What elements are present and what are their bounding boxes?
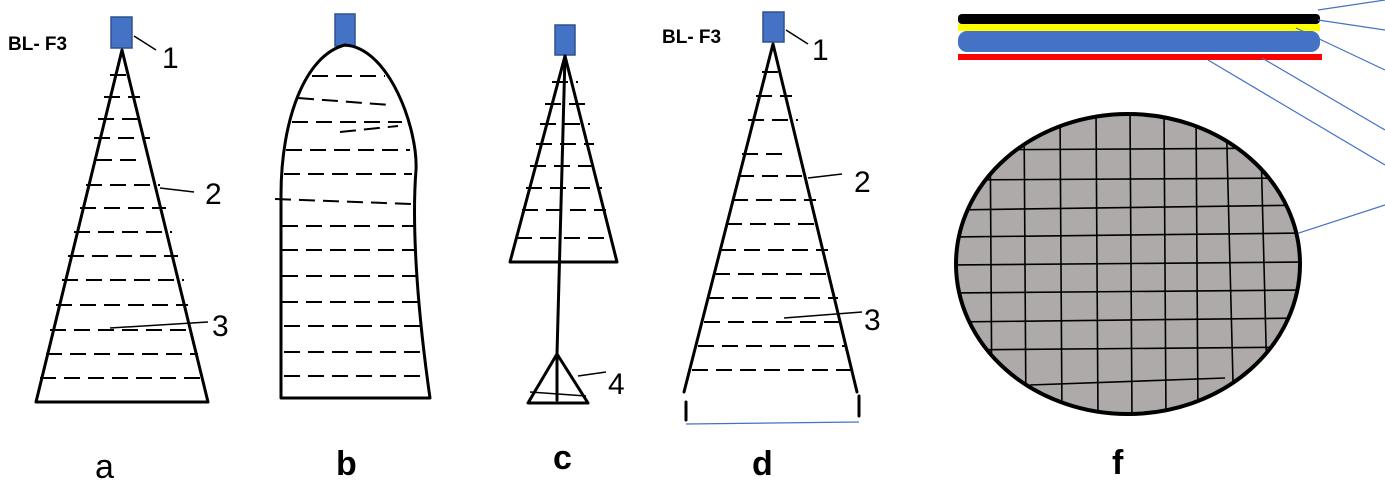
panel-f-layer-black	[958, 14, 1320, 24]
panel-f: f	[954, 0, 1385, 481]
panel-d-sensor	[762, 11, 785, 43]
panel-c: 4 c	[508, 24, 625, 477]
panel-b-caption: b	[336, 445, 357, 481]
panel-d-callout-2: 2	[854, 166, 871, 199]
panel-f-layer-yellow	[958, 24, 1320, 31]
panel-f-layer-blue	[958, 31, 1320, 52]
panel-a: BL- F3 1 2 3 a	[8, 16, 229, 481]
panel-d-tag: BL- F3	[662, 27, 721, 48]
panel-b: b	[274, 13, 432, 481]
panel-d-callout-3: 3	[864, 304, 881, 337]
panel-c-cone	[508, 54, 619, 264]
panel-c-tripod	[526, 352, 590, 405]
panel-a-callout-3: 3	[212, 310, 229, 343]
panel-b-hatching	[274, 75, 426, 377]
panel-d-leader-2	[807, 173, 843, 179]
panel-a-cone	[34, 48, 210, 404]
panel-a-sensor	[110, 16, 133, 49]
panel-a-callout-1: 1	[162, 42, 179, 75]
panel-a-leader-1	[133, 35, 157, 51]
panel-d-leader-1	[785, 29, 809, 45]
panel-a-tag: BL- F3	[8, 34, 67, 55]
panel-c-tripod-brace	[529, 391, 587, 397]
panel-f-layer-stack	[958, 14, 1322, 60]
panel-d-base-line	[685, 421, 860, 425]
panel-f-caption: f	[1112, 444, 1124, 481]
panel-b-bullet-shape	[279, 43, 432, 400]
panel-c-sensor	[554, 24, 576, 56]
panel-d: BL- F3 1 2 3 d	[662, 11, 881, 481]
panel-d-hatching	[692, 71, 852, 371]
panel-d-leader-3	[783, 311, 863, 319]
panel-a-callout-2: 2	[205, 178, 222, 211]
panel-d-caption: d	[752, 445, 773, 481]
panel-a-caption: a	[95, 448, 114, 481]
panel-f-mesh-grid	[956, 114, 1300, 414]
panel-c-callout-4: 4	[608, 368, 625, 401]
panel-c-leader-4	[577, 371, 607, 377]
panel-f-layer-red	[958, 54, 1322, 60]
panel-d-cone	[682, 42, 859, 394]
panel-f-disc-rim	[954, 112, 1302, 416]
panel-b-sensor	[334, 13, 356, 47]
panel-d-callout-1: 1	[812, 34, 829, 67]
panel-c-caption: c	[553, 439, 572, 477]
panel-c-hatching	[516, 81, 612, 239]
panel-a-hatching	[40, 74, 204, 379]
panel-a-leader-3	[109, 321, 209, 329]
panel-a-leader-2	[159, 187, 195, 193]
panel-c-stem	[555, 54, 567, 356]
